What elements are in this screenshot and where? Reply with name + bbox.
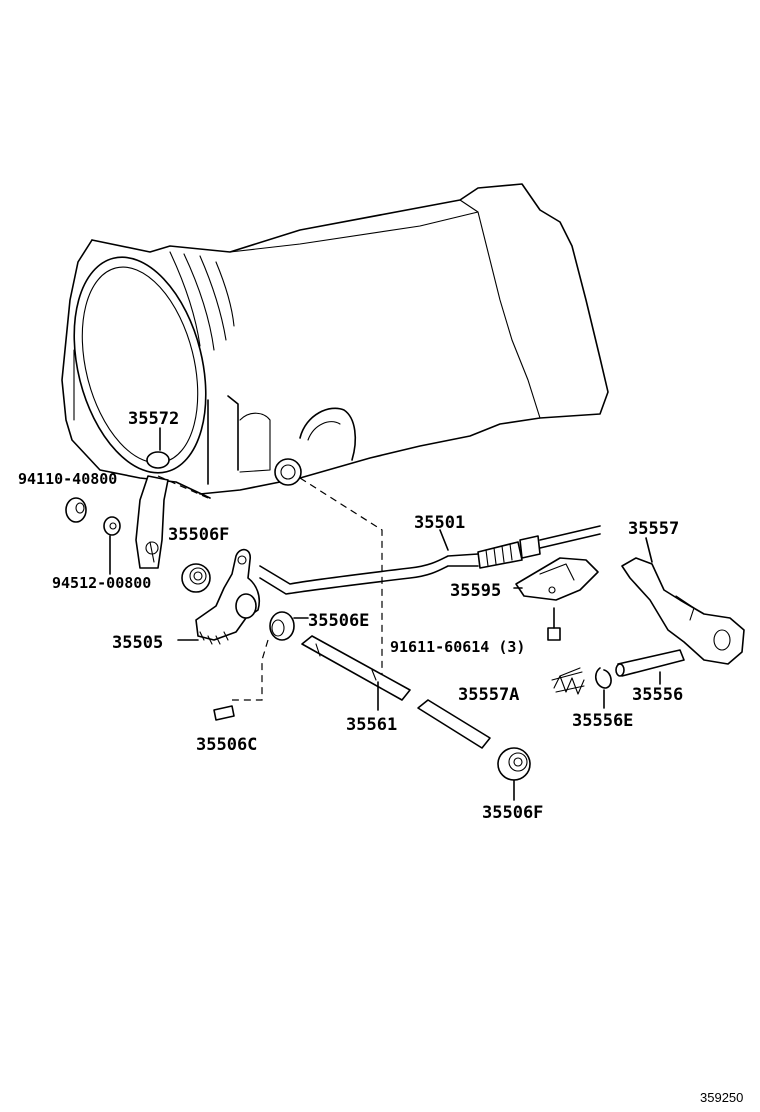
part-35557A-spring bbox=[551, 667, 585, 695]
part-35595-bracket bbox=[515, 557, 599, 601]
part-35557-lever-arm bbox=[621, 557, 745, 665]
leader-dashed bbox=[157, 475, 209, 499]
callout-35572: 35572 bbox=[128, 409, 179, 429]
part-35506F-seal-top bbox=[181, 563, 211, 593]
part-35505-lever bbox=[195, 548, 261, 645]
part-94512-washer bbox=[103, 516, 121, 536]
part-35556E-clip bbox=[594, 667, 612, 689]
callout-35557A: 35557A bbox=[458, 685, 519, 705]
callout-35505: 35505 bbox=[112, 633, 163, 653]
callout-91611-60614: 91611-60614 (3) bbox=[390, 638, 525, 656]
callout-35556E: 35556E bbox=[572, 711, 633, 731]
transmission-case bbox=[61, 183, 609, 499]
leader-dashed bbox=[232, 639, 269, 701]
callout-94110-40800: 94110-40800 bbox=[18, 470, 117, 488]
callout-35506F-top: 35506F bbox=[168, 525, 229, 545]
part-35501-cable bbox=[259, 525, 601, 595]
part-94110-nut bbox=[65, 497, 87, 523]
figure-id: 359250 bbox=[700, 1090, 743, 1105]
part-91611-bolt bbox=[547, 607, 561, 641]
leader bbox=[645, 537, 653, 563]
callout-35557: 35557 bbox=[628, 519, 679, 539]
callout-35501: 35501 bbox=[414, 513, 465, 533]
callout-35506C: 35506C bbox=[196, 735, 257, 755]
callout-35561: 35561 bbox=[346, 715, 397, 735]
part-35561-shaft bbox=[301, 635, 491, 749]
part-35572-plate bbox=[135, 475, 169, 569]
leader bbox=[439, 529, 449, 551]
callout-35595: 35595 bbox=[450, 581, 501, 601]
callout-35556: 35556 bbox=[632, 685, 683, 705]
callout-94512-00800: 94512-00800 bbox=[52, 574, 151, 592]
callout-35506F-bottom: 35506F bbox=[482, 803, 543, 823]
leader-dashed bbox=[299, 477, 383, 680]
callout-35506E-top: 35506E bbox=[308, 611, 369, 631]
part-35506E-bushing bbox=[269, 611, 295, 641]
part-35506C-pin bbox=[213, 705, 235, 721]
part-35506F-seal-bottom bbox=[497, 747, 531, 781]
part-35556-pin bbox=[615, 649, 685, 677]
